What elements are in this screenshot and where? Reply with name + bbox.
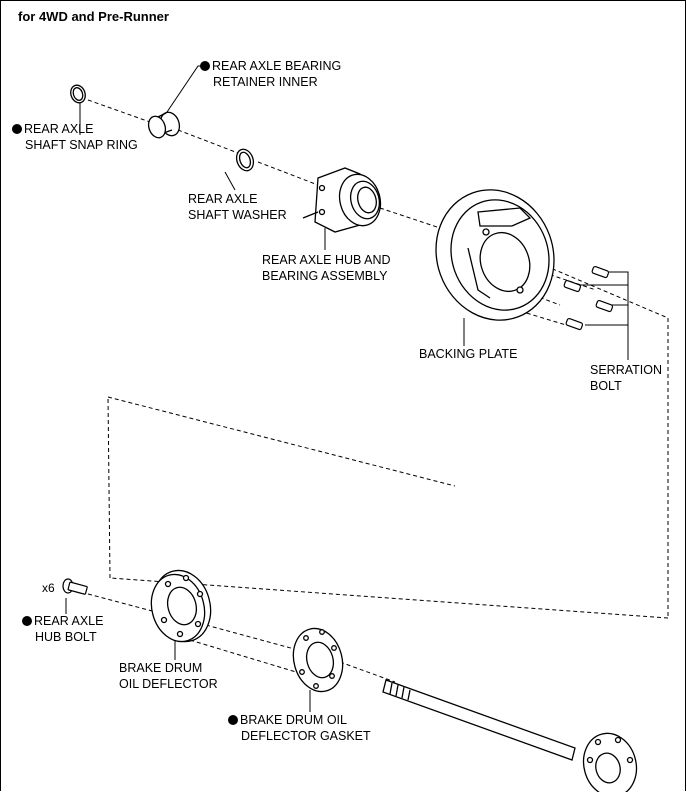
deflector-gasket-part xyxy=(292,627,344,693)
oil-deflector-part xyxy=(150,569,212,643)
assembly-axis-lines xyxy=(87,99,669,683)
hub-bolt-quantity: x6 xyxy=(42,581,55,595)
label-serration-bolt: SERRATION BOLT xyxy=(590,363,662,393)
shaft-washer-part xyxy=(235,148,255,172)
hub-bolt-part xyxy=(62,578,88,595)
replace-part-bullet-icon xyxy=(200,61,210,71)
replace-part-bullet-icon xyxy=(22,616,32,626)
label-retainer-inner: REAR AXLE BEARING RETAINER INNER xyxy=(200,58,341,90)
retainer-inner-part xyxy=(147,111,181,139)
replace-part-bullet-icon xyxy=(228,715,238,725)
label-hub-bearing: REAR AXLE HUB AND BEARING ASSEMBLY xyxy=(262,253,391,283)
leader-lines xyxy=(65,65,629,712)
snap-ring-part xyxy=(70,84,86,104)
label-hub-bolt: REAR AXLE HUB BOLT xyxy=(22,613,103,645)
axle-shaft-part xyxy=(382,679,638,792)
hub-bearing-assembly-part xyxy=(302,167,382,233)
label-snap-ring: REAR AXLE SHAFT SNAP RING xyxy=(12,121,138,153)
diagram-heading: for 4WD and Pre-Runner xyxy=(18,9,169,24)
label-shaft-washer: REAR AXLE SHAFT WASHER xyxy=(188,192,287,222)
label-backing-plate: BACKING PLATE xyxy=(419,347,518,361)
backing-plate-part xyxy=(435,189,555,321)
label-deflector-gasket: BRAKE DRUM OIL DEFLECTOR GASKET xyxy=(228,712,371,744)
serration-bolts-part xyxy=(563,265,614,331)
replace-part-bullet-icon xyxy=(12,124,22,134)
label-oil-deflector: BRAKE DRUM OIL DEFLECTOR xyxy=(119,661,218,691)
